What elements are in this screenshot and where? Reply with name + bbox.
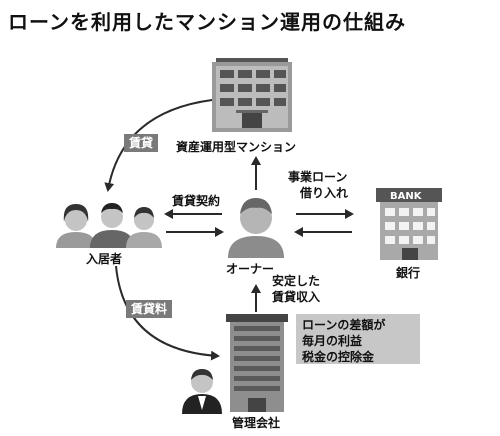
management-label: 管理会社 <box>232 416 281 430</box>
note-line-1: ローンの差額が <box>302 318 386 332</box>
rent-tag: 賃貸 <box>124 134 159 152</box>
stable-income-line-1: 安定した <box>272 274 321 288</box>
lease-contract-label: 賃貸契約 <box>172 194 221 208</box>
owner-person-icon <box>228 198 284 258</box>
note-line-3: 税金の控除金 <box>302 350 375 364</box>
note-line-2: 毎月の利益 <box>302 334 363 348</box>
staff-person-icon <box>182 369 222 414</box>
tenants-label: 入居者 <box>86 252 123 266</box>
bank-label: 銀行 <box>396 266 421 280</box>
profit-note-box: ローンの差額が 毎月の利益 税金の控除金 <box>296 314 420 364</box>
mansion-building-icon <box>212 58 292 132</box>
business-loan-line-2: 借り入れ <box>300 186 349 200</box>
tenants-group-icon <box>56 203 162 248</box>
arrow-mansion-to-tenants <box>104 99 213 192</box>
diagram-title: ローンを利用したマンション運用の仕組み <box>8 10 406 34</box>
owner-label: オーナー <box>226 262 275 276</box>
bank-building-icon: BANK <box>376 188 442 260</box>
management-building-icon <box>226 314 288 412</box>
business-loan-line-1: 事業ローン <box>288 170 348 184</box>
flow-arrows <box>104 99 354 361</box>
bank-sign: BANK <box>390 191 423 202</box>
arrow-tenants-to-management <box>115 265 220 361</box>
stable-income-line-2: 賃貸収入 <box>272 290 321 304</box>
mansion-label: 資産運用型マンション <box>176 140 297 154</box>
rent-fee-tag: 賃貸料 <box>126 300 173 318</box>
